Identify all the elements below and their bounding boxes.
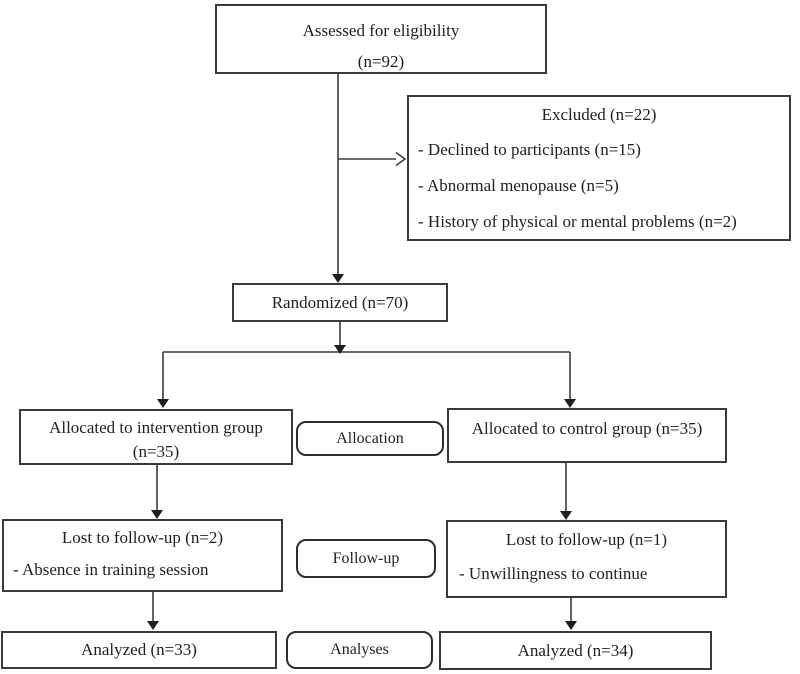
excluded-title: Excluded (n=22) bbox=[541, 105, 657, 124]
excluded-item-declined: - Declined to participants (n=15) bbox=[418, 140, 641, 159]
analyzed-intervention-label: Analyzed (n=33) bbox=[81, 640, 197, 659]
arrowhead-analyzed-right bbox=[565, 621, 577, 630]
arrowhead-split-center bbox=[334, 345, 346, 354]
allocated-control-label: Allocated to control group (n=35) bbox=[471, 419, 703, 438]
box-analyzed-control: Analyzed (n=34) bbox=[439, 631, 712, 670]
stage-label-followup: Follow-up bbox=[296, 539, 436, 578]
lost-control-title: Lost to follow-up (n=1) bbox=[505, 530, 668, 549]
arrow-to-excluded-head bbox=[395, 151, 407, 167]
randomized-label: Randomized (n=70) bbox=[271, 292, 409, 312]
arrowhead-analyzed-left bbox=[147, 621, 159, 630]
assessed-eligibility-text: Assessed for eligibility bbox=[302, 21, 460, 40]
lost-intervention-title: Lost to follow-up (n=2) bbox=[61, 528, 224, 547]
arrowhead-split-right bbox=[564, 399, 576, 408]
stage-label-analyses: Analyses bbox=[286, 631, 433, 669]
allocated-intervention-count: (n=35) bbox=[132, 442, 180, 461]
excluded-item-menopause: - Abnormal menopause (n=5) bbox=[418, 176, 619, 195]
lost-intervention-reason: - Absence in training session bbox=[13, 560, 209, 579]
excluded-item-history: - History of physical or mental problems… bbox=[418, 212, 737, 231]
box-lost-followup-intervention: Lost to follow-up (n=2) - Absence in tra… bbox=[2, 519, 283, 592]
analyses-stage-text: Analyses bbox=[330, 641, 389, 658]
box-lost-followup-control: Lost to follow-up (n=1) - Unwillingness … bbox=[446, 520, 727, 598]
box-allocated-intervention: Allocated to intervention group (n=35) bbox=[19, 409, 293, 465]
arrowhead-split-left bbox=[157, 399, 169, 408]
arrowhead-randomized bbox=[332, 274, 344, 283]
box-allocated-control: Allocated to control group (n=35) bbox=[447, 408, 727, 463]
lost-control-reason: - Unwillingness to continue bbox=[459, 564, 648, 583]
stage-label-allocation: Allocation bbox=[296, 421, 444, 456]
box-assessed-eligibility: Assessed for eligibility (n=92) bbox=[215, 4, 547, 74]
box-randomized: Randomized (n=70) bbox=[232, 283, 448, 322]
arrowhead-lost-left bbox=[151, 510, 163, 519]
arrowhead-lost-right bbox=[560, 511, 572, 520]
allocated-intervention-text: Allocated to intervention group bbox=[49, 418, 263, 437]
allocation-stage-text: Allocation bbox=[336, 429, 404, 447]
analyzed-control-label: Analyzed (n=34) bbox=[517, 640, 634, 660]
box-analyzed-intervention: Analyzed (n=33) bbox=[1, 631, 277, 669]
assessed-eligibility-count: (n=92) bbox=[357, 52, 405, 71]
box-excluded: Excluded (n=22) - Declined to participan… bbox=[407, 95, 791, 241]
followup-stage-text: Follow-up bbox=[332, 549, 400, 567]
